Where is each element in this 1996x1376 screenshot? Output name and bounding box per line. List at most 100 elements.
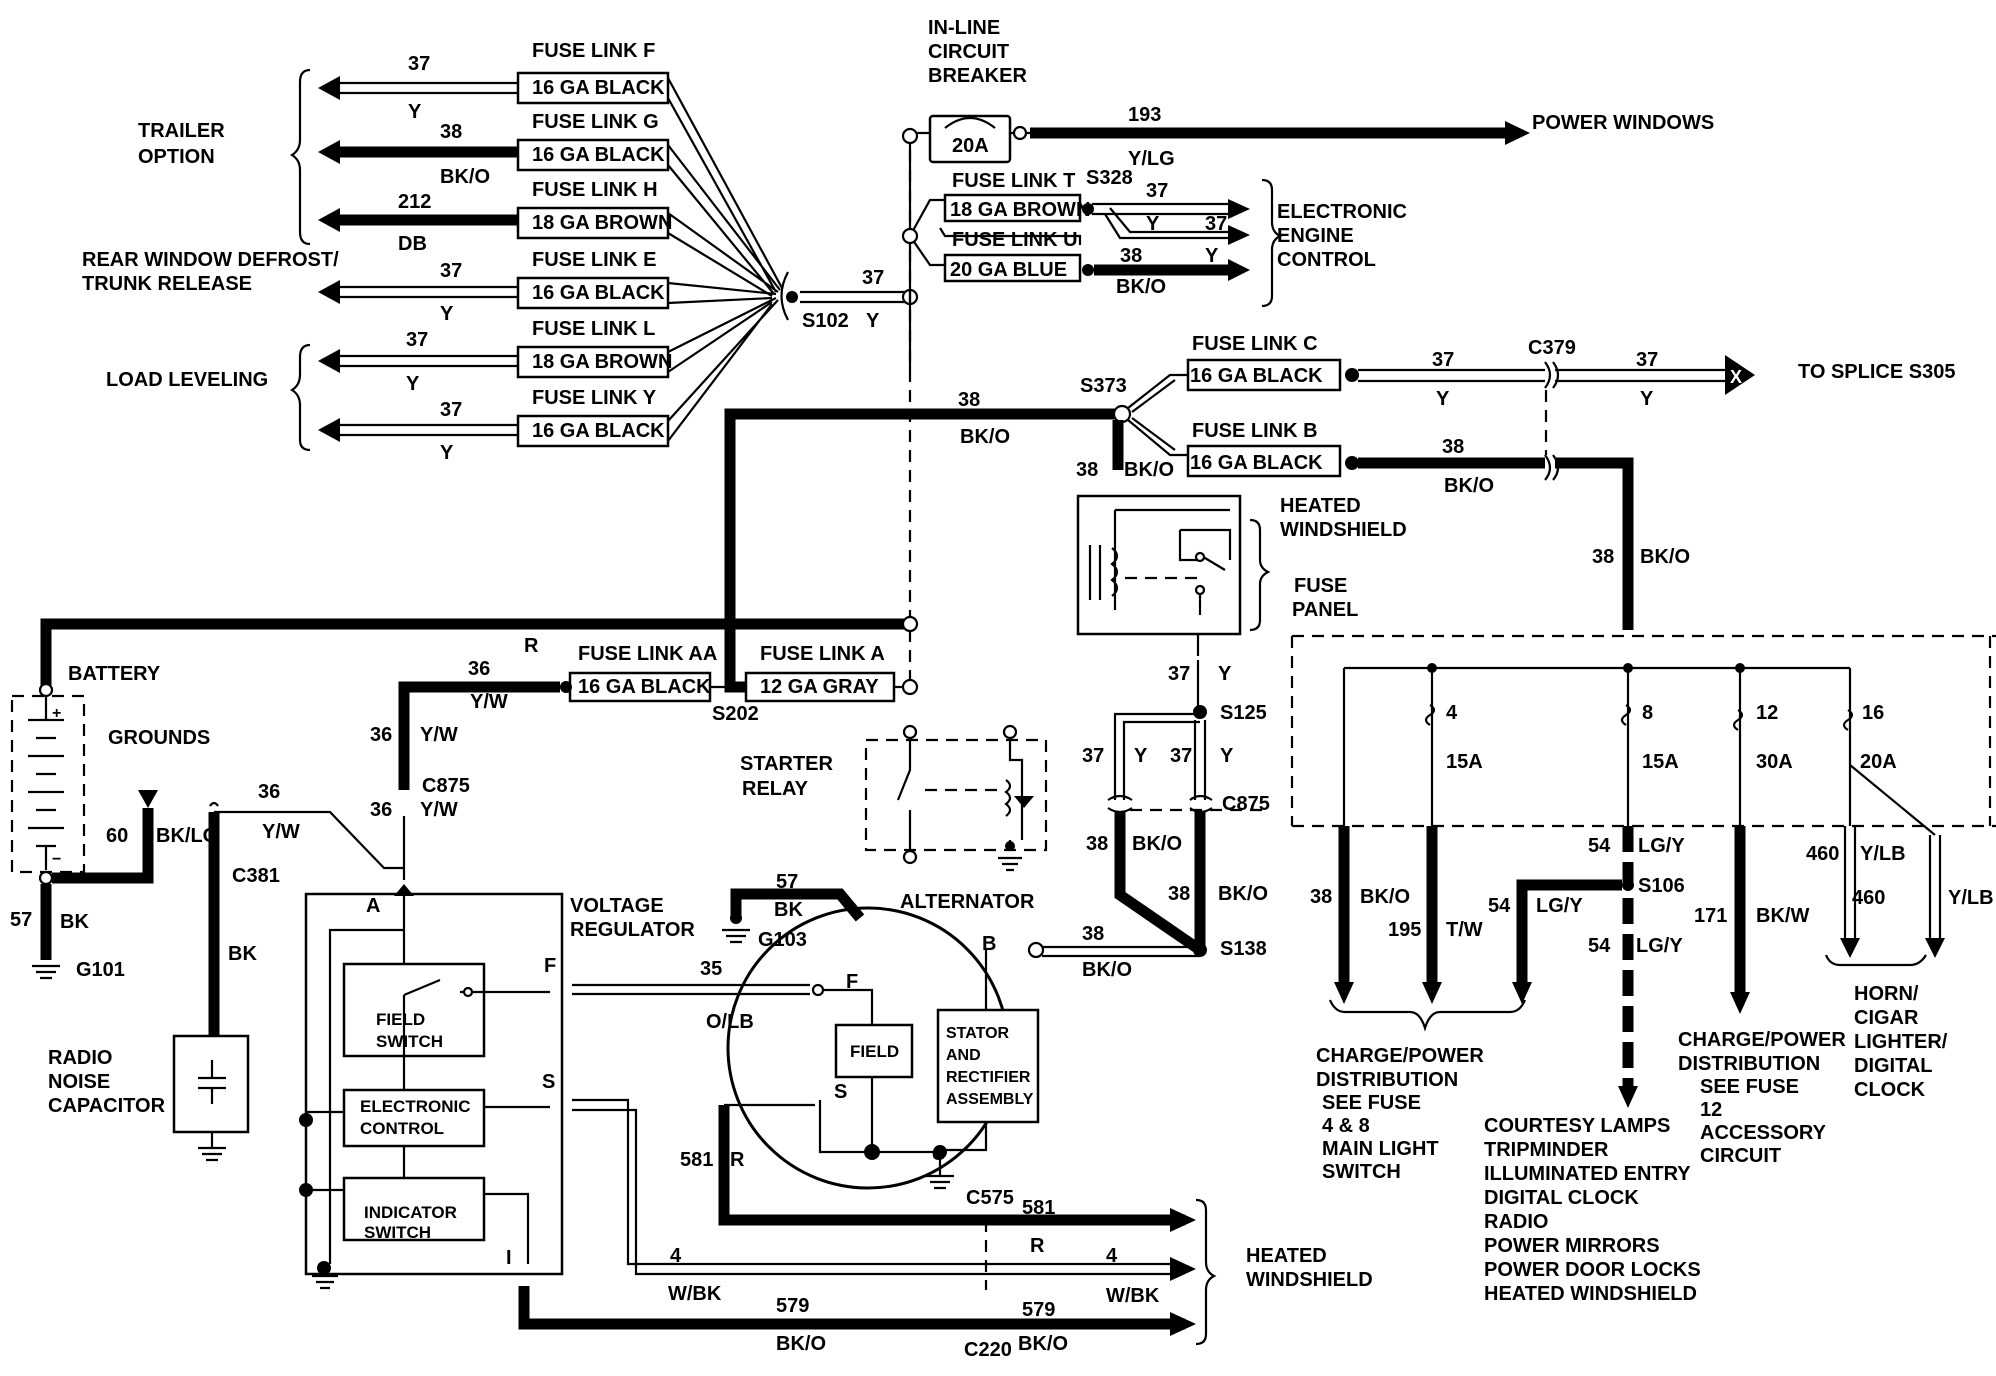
destination-horn: HORN/ CIGAR LIGHTER/ DIGITAL CLOCK: [1854, 983, 1948, 1101]
label-destinations-horn-4: CLOCK: [1854, 1079, 1926, 1101]
alternator-wires: [572, 812, 1207, 1232]
label-wires-bk_bat: BK: [60, 911, 89, 933]
label-wires-w37_t2: 37: [1205, 213, 1227, 235]
label-wires-bko_s138: BK/O: [1082, 959, 1132, 981]
label-wires-w37_s125a: 37: [1082, 745, 1104, 767]
label-destinations-courtesy-3: DIGITAL CLOCK: [1484, 1187, 1639, 1209]
label-labels-eec_1: ELECTRONIC: [1277, 201, 1407, 223]
splice-s102-dot: [786, 291, 798, 303]
label-wires-y_l: Y: [406, 373, 420, 395]
label-labels-trailer_option_2: OPTION: [138, 146, 215, 168]
label-labels-stator_4: ASSEMBLY: [946, 1091, 1034, 1108]
label-fuses-f4a: 15A: [1446, 751, 1483, 773]
label-fuses-f8: 8: [1642, 702, 1653, 724]
label-wires-w193: 193: [1128, 104, 1161, 126]
label-wires-w35: 35: [700, 958, 722, 980]
label-wires-w38_g: 38: [440, 121, 462, 143]
label-destinations-charge2-3: 12: [1700, 1099, 1722, 1121]
label-labels-rear_defrost_1: REAR WINDOW DEFROST/: [82, 249, 339, 271]
label-splices-c875_r: C875: [1222, 793, 1270, 815]
label-destinations-charge2-0: CHARGE/POWER: [1678, 1029, 1846, 1051]
label-wires-w581: 581: [680, 1149, 713, 1171]
label-labels-elec_control_1: ELECTRONIC: [360, 1097, 471, 1116]
label-fuse_links-y-name: FUSE LINK Y: [532, 387, 657, 409]
label-destinations-courtesy-1: TRIPMINDER: [1484, 1139, 1609, 1161]
label-destinations-courtesy-4: RADIO: [1484, 1211, 1548, 1233]
label-wires-w37_c2: 37: [1636, 349, 1658, 371]
label-labels-heated_ws_1: HEATED: [1280, 495, 1361, 517]
label-wires-w38_top: 38: [958, 389, 980, 411]
label-wires-bko_s373: BK/O: [1124, 459, 1174, 481]
label-wires-w60: 60: [106, 825, 128, 847]
label-fuses-f4: 4: [1446, 702, 1458, 724]
label-fuse_links-t-rating: 18 GA BROWN: [950, 199, 1090, 221]
label-wires-w38_s138: 38: [1082, 923, 1104, 945]
label-wires-y_t: Y: [1146, 213, 1160, 235]
label-destinations-horn-1: CIGAR: [1854, 1007, 1919, 1029]
label-wires-w36_c875: 36: [370, 799, 392, 821]
label-wires-y_s102: Y: [866, 310, 880, 332]
label-labels-breaker_rating: 20A: [952, 135, 989, 157]
label-fuse_links-aa-name: FUSE LINK AA: [578, 643, 717, 665]
label-fuse_links-l-name: FUSE LINK L: [532, 318, 655, 340]
label-labels-battery: BATTERY: [68, 663, 161, 685]
label-destinations-charge1-3: 4 & 8: [1322, 1115, 1370, 1137]
label-labels-eec_2: ENGINE: [1277, 225, 1354, 247]
label-destinations-courtesy-2: ILLUMINATED ENTRY: [1484, 1163, 1691, 1185]
label-wires-bko_g: BK/O: [440, 166, 490, 188]
label-splices-g103: G103: [758, 929, 807, 951]
label-wires-w54_a: 54: [1588, 835, 1611, 857]
label-wires-y_y: Y: [440, 442, 454, 464]
label-wires-w54_c: 54: [1588, 935, 1611, 957]
label-splices-s373: S373: [1080, 375, 1127, 397]
label-labels-radio_1: RADIO: [48, 1047, 112, 1069]
label-destinations-charge1-2: SEE FUSE: [1322, 1092, 1421, 1114]
label-wires-w38_fp: 38: [1592, 546, 1614, 568]
label-wires-y_e: Y: [440, 303, 454, 325]
label-wires-bkw: BK/W: [1756, 905, 1809, 927]
label-wires-bko_fp: BK/O: [1640, 546, 1690, 568]
label-fuse_links-a-rating: 12 GA GRAY: [760, 676, 879, 698]
label-fuses-f12: 12: [1756, 702, 1778, 724]
label-fuse_links-c-rating: 16 GA BLACK: [1190, 365, 1323, 387]
label-fuse_links-b-rating: 16 GA BLACK: [1190, 452, 1323, 474]
label-wires-ylb_a: Y/LB: [1860, 843, 1906, 865]
label-wires-wbk: W/BK: [668, 1283, 722, 1305]
label-labels-trailer_option_1: TRAILER: [138, 120, 225, 142]
label-labels-field: FIELD: [850, 1042, 899, 1061]
label-wires-w4b: 4: [1106, 1245, 1118, 1267]
label-labels-heated_ws_bottom_2: WINDSHIELD: [1246, 1269, 1373, 1291]
label-wires-w581b: 581: [1022, 1197, 1055, 1219]
label-fuse_links-e-name: FUSE LINK E: [532, 249, 656, 271]
label-labels-vr_1: VOLTAGE: [570, 895, 664, 917]
label-wires-w38_out: 38: [1310, 886, 1332, 908]
label-destinations-charge2-2: SEE FUSE: [1700, 1076, 1799, 1098]
fuse-panel: [1290, 634, 1996, 836]
label-wires-bko_b: BK/O: [1444, 475, 1494, 497]
label-wires-w38_b: 38: [1442, 436, 1464, 458]
label-wires-ylb_b: Y/LB: [1948, 887, 1994, 909]
label-destinations-charge1-4: MAIN LIGHT: [1322, 1138, 1439, 1160]
label-wires-tw: T/W: [1446, 919, 1483, 941]
label-fuse_links-u-name: FUSE LINK U: [952, 229, 1078, 251]
label-wires-r_bat: R: [524, 635, 539, 657]
label-wires-y_c2: Y: [1640, 388, 1654, 410]
label-labels-elec_control_2: CONTROL: [360, 1119, 444, 1138]
label-labels-alt_f: F: [846, 971, 858, 993]
label-splices-c379: C379: [1528, 337, 1576, 359]
label-splices-s125: S125: [1220, 702, 1267, 724]
label-wires-yw_c875: Y/W: [420, 799, 458, 821]
label-fuse_links-t-name: FUSE LINK T: [952, 170, 1075, 192]
label-fuse_links-g-rating: 16 GA BLACK: [532, 144, 665, 166]
label-fuse_links-f-rating: 16 GA BLACK: [532, 77, 665, 99]
label-wires-w4: 4: [670, 1245, 682, 1267]
label-splices-s106: S106: [1638, 875, 1685, 897]
label-labels-stator_1: STATOR: [946, 1025, 1010, 1042]
label-labels-to_splice: TO SPLICE S305: [1798, 361, 1955, 383]
label-wires-w37_t: 37: [1146, 180, 1168, 202]
label-wires-yw_c381: Y/W: [262, 821, 300, 843]
label-splices-s138: S138: [1220, 938, 1267, 960]
label-wires-yw_v: Y/W: [420, 724, 458, 746]
label-destinations-horn-3: DIGITAL: [1854, 1055, 1933, 1077]
